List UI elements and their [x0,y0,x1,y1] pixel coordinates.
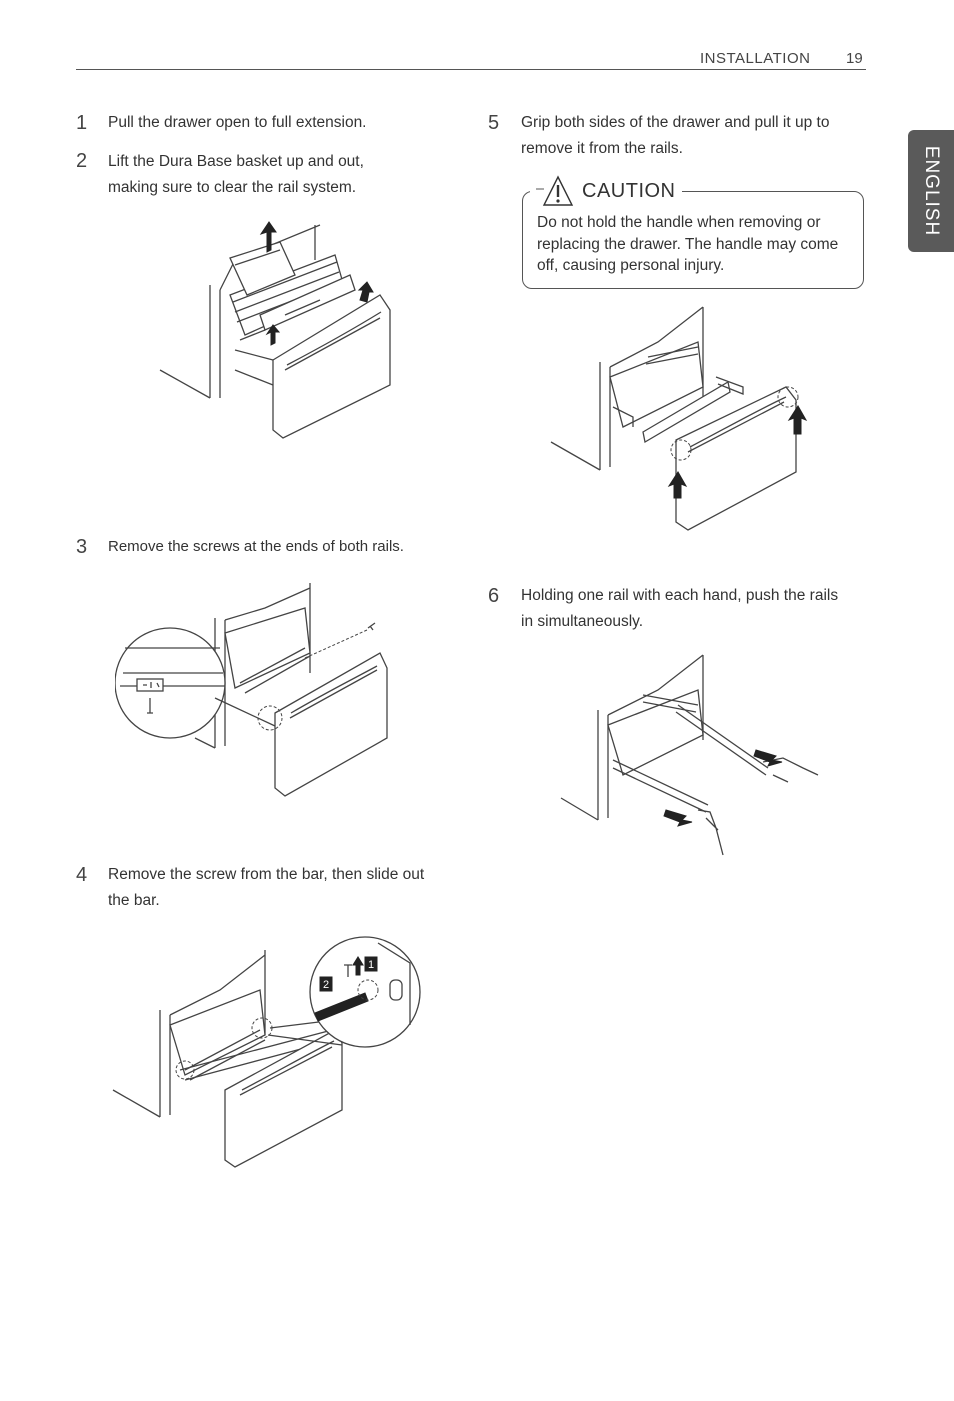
step-5-number: 5 [488,112,500,134]
step-4-number: 4 [76,864,88,886]
figure-rail-screws [115,583,388,797]
figure-remove-drawer [550,306,808,531]
callout-1: 1 [368,959,374,971]
language-tab-label: ENGLISH [921,145,942,237]
caution-text: Do not hold the handle when removing or … [537,214,839,274]
figure-push-rails [560,654,819,856]
step-2-number: 2 [76,150,88,172]
callout-2: 2 [323,979,329,991]
figure-basket-removal [159,221,391,439]
warning-triangle-icon [536,175,574,206]
caution-title: CAUTION [582,179,676,202]
caution-box [522,191,864,289]
step-6-text: Holding one rail with each hand, push th… [521,587,839,630]
header-rule [76,69,866,70]
step-3-number: 3 [76,536,88,558]
step-2-text: Lift the Dura Base basket up and out, ma… [108,153,364,196]
section-title: INSTALLATION [700,50,811,67]
step-6-number: 6 [488,585,500,607]
figure-remove-bar: 1 2 [112,936,421,1168]
language-tab: ENGLISH [908,130,954,252]
step-3-text: Remove the screws at the ends of both ra… [108,538,404,555]
page-number: 19 [846,50,863,67]
caution-header: CAUTION [530,175,682,207]
step-1-number: 1 [76,112,88,134]
step-1-text: Pull the drawer open to full extension. [108,114,367,131]
step-5-text: Grip both sides of the drawer and pull i… [521,114,830,157]
step-4-text: Remove the screw from the bar, then slid… [108,866,425,909]
